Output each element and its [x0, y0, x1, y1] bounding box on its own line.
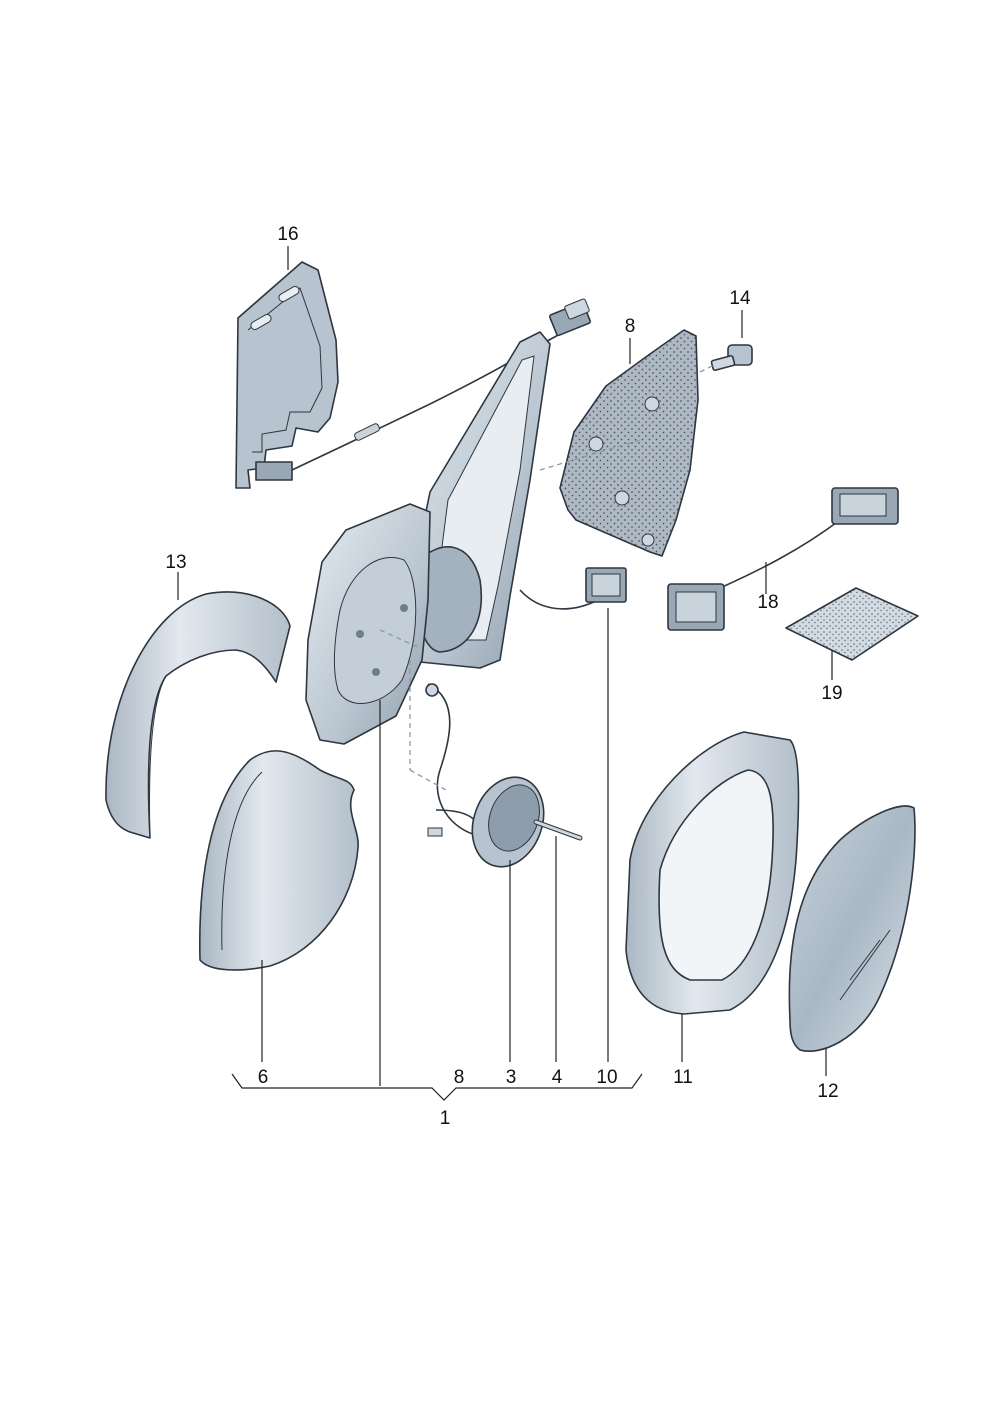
callout-14: 14 [729, 288, 751, 309]
callout-3: 3 [506, 1067, 517, 1088]
callout-8-bottom: 8 [454, 1067, 465, 1088]
mirror-glass-part [788, 805, 916, 1052]
callout-11: 11 [673, 1067, 693, 1088]
callout-13: 13 [165, 552, 186, 573]
callout-16: 16 [277, 224, 298, 245]
adjustment-motor-part [425, 683, 545, 868]
callout-4: 4 [552, 1067, 563, 1088]
lower-cover-part [198, 750, 359, 971]
heater-element-part [235, 261, 592, 489]
screw-part [533, 819, 583, 841]
mirror-housing [305, 331, 627, 745]
callout-18: 18 [757, 592, 778, 613]
callout-19: 19 [821, 683, 842, 704]
wiring-harness-part [667, 487, 899, 631]
bolt-part [710, 344, 753, 372]
callout-1: 1 [440, 1108, 451, 1129]
callout-12: 12 [817, 1081, 838, 1102]
mirror-frame-part [625, 731, 800, 1015]
adhesive-pad-part [785, 587, 919, 661]
mirror-cap-part [105, 591, 291, 839]
leader-lines [177, 246, 833, 1101]
callout-8-top: 8 [625, 316, 636, 337]
callout-6: 6 [258, 1067, 269, 1088]
callout-10: 10 [596, 1067, 617, 1088]
